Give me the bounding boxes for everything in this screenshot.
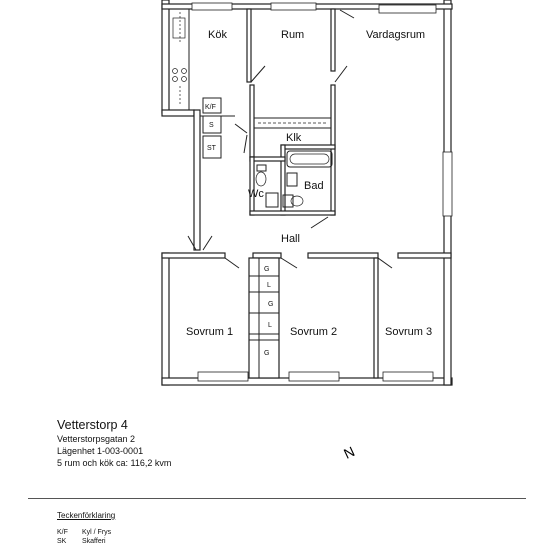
room-wc: Wc xyxy=(248,188,264,200)
room-rum: Rum xyxy=(281,29,304,41)
legend-text: Skafferi xyxy=(82,538,106,545)
room-vardagsrum: Vardagsrum xyxy=(366,29,425,41)
closet-g2-label: G xyxy=(268,301,273,308)
legend-code: K/F xyxy=(57,529,68,536)
legend-text: Kyl / Frys xyxy=(82,529,112,536)
room-klk: Klk xyxy=(286,132,302,144)
closet-g1-label: G xyxy=(264,266,269,273)
room-kok: Kök xyxy=(208,29,227,41)
closet-l1-label: L xyxy=(267,282,271,289)
legend-row: K/F Kyl / Frys xyxy=(57,528,357,537)
room-hall: Hall xyxy=(281,233,300,245)
closet-l2-label: L xyxy=(268,322,272,329)
property-address: Vetterstorpsgatan 2 xyxy=(57,434,136,444)
interior-walls xyxy=(161,8,452,379)
room-sovrum-2: Sovrum 2 xyxy=(290,326,337,338)
apartment-size: 5 rum och kök ca: 116,2 kvm xyxy=(57,458,172,468)
wardrobe-column: G L G L G xyxy=(249,258,279,378)
kitchen-fixtures: K/F S ST xyxy=(168,8,222,159)
closet-g3-label: G xyxy=(264,350,269,357)
windows xyxy=(191,2,453,382)
room-sovrum-3: Sovrum 3 xyxy=(385,326,432,338)
legend: Teckenförklaring K/F Kyl / Frys SK Skaff… xyxy=(57,511,357,546)
legend-code: SK xyxy=(57,538,67,545)
floor-plan: G L G L G K/F S ST xyxy=(161,0,453,386)
divider xyxy=(28,498,526,499)
doors xyxy=(187,9,393,269)
legend-row: SK Skafferi xyxy=(57,537,357,546)
room-sovrum-1: Sovrum 1 xyxy=(186,326,233,338)
bath-fixtures xyxy=(255,150,333,208)
closet-s-label: S xyxy=(209,122,214,129)
room-bad: Bad xyxy=(304,180,324,192)
closet-kf-label: K/F xyxy=(205,104,216,111)
legend-title: Teckenförklaring xyxy=(57,511,116,520)
property-info: Vetterstorp 4 Vetterstorpsgatan 2 Lägenh… xyxy=(57,418,357,469)
apartment-number: Lägenhet 1-003-0001 xyxy=(57,446,144,456)
property-name: Vetterstorp 4 xyxy=(57,418,128,432)
closet-st-label: ST xyxy=(207,145,217,152)
